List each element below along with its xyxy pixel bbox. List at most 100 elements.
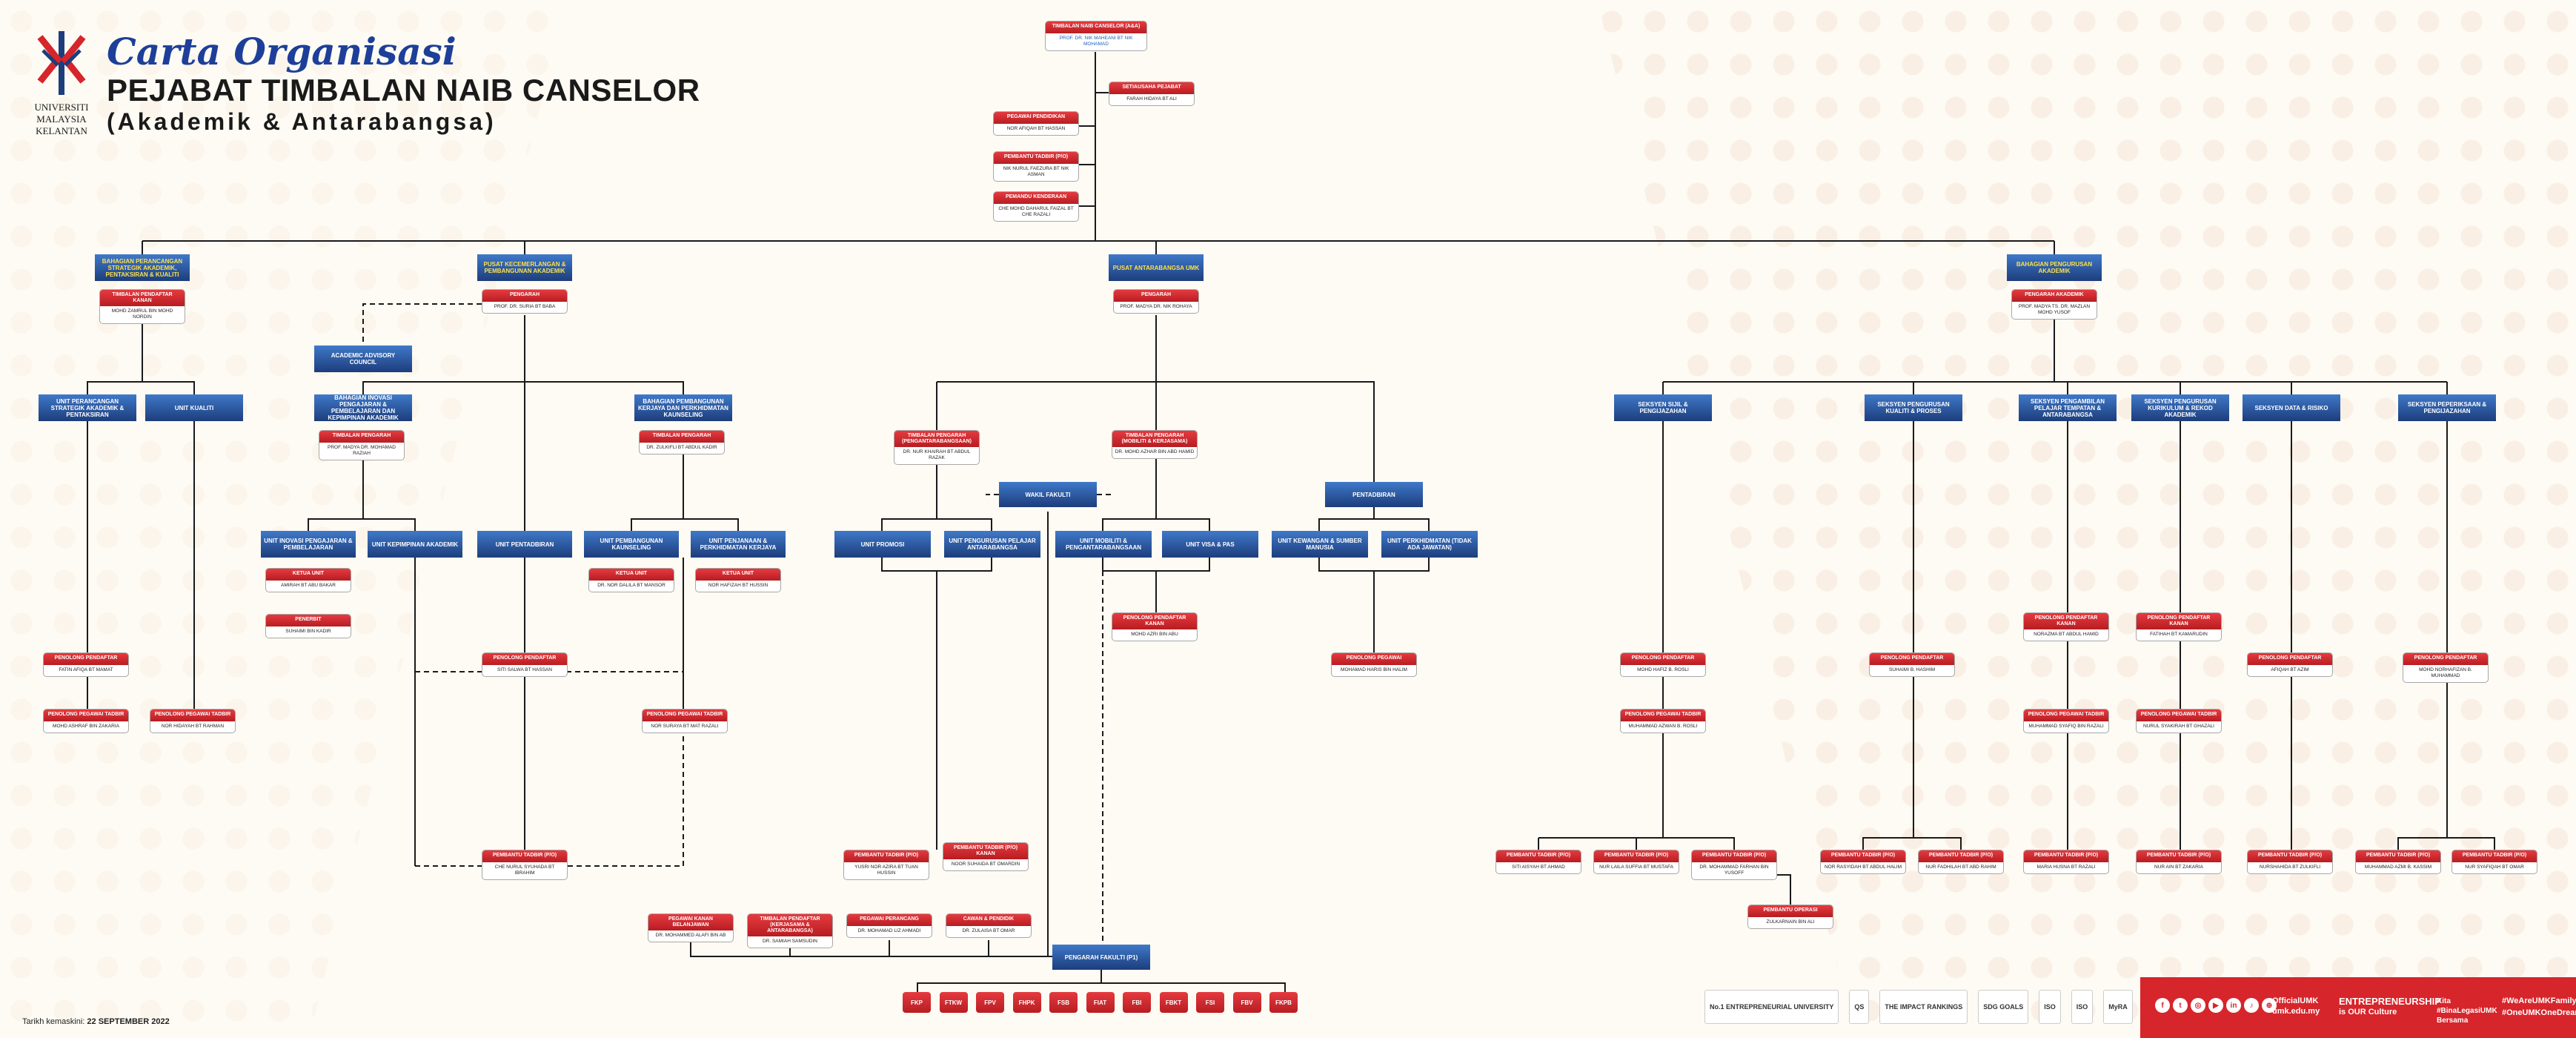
unit-promosi: UNIT PROMOSI <box>834 531 931 558</box>
card-name: MUHAMMAD SYAFIQ BIN RAZALI <box>2028 724 2104 729</box>
card-title: PENOLONG PEGAWAI TADBIR <box>44 710 128 721</box>
b3-head-card: PENGARAH PROF. MADYA DR. NIK ROHAYA <box>1113 289 1199 314</box>
umk-emblem-icon <box>37 31 86 95</box>
page-subtitle: (Akademik & Antarabangsa) <box>107 108 497 135</box>
connector-line <box>1318 507 1375 531</box>
partner-logo: MyRA <box>2103 990 2133 1024</box>
connector-line <box>2397 421 2448 850</box>
connector-line <box>362 303 482 346</box>
card-name: DR. MOHAMMED ALAFI BIN AB <box>655 933 726 938</box>
pp-peperiksaan-card: PENOLONG PENDAFTAR MOHD NORHAFIZAN B. MU… <box>2403 652 2489 683</box>
pt-ambil-card: PEMBANTU TADBIR (P/O) MARIA HUSNA BT RAZ… <box>2023 850 2109 874</box>
card-title: PEMANDU KENDERAAN <box>994 192 1078 204</box>
card-name: DR. ZULKIFLI BT ABDUL KADIR <box>646 445 717 450</box>
tp-mobiliti-card: TIMBALAN PENGARAH (MOBILITI & KERJASAMA)… <box>1112 430 1198 459</box>
facebook-icon[interactable]: f <box>2155 998 2170 1013</box>
hashtag-2: #OneUMKOneDream <box>2502 1008 2576 1017</box>
date-label: Tarikh kemaskini: <box>22 1017 85 1026</box>
card-title: PEGAWAI PENDIDIKAN <box>994 112 1078 124</box>
section-rekod: SEKSYEN PENGURUSAN KURIKULUM & REKOD AKA… <box>2131 394 2229 421</box>
twitter-icon[interactable]: t <box>2173 998 2188 1013</box>
partner-logo: THE IMPACT RANKINGS <box>1879 990 1968 1024</box>
card-name: NOOR SUHAIDA BT OMARDIN <box>951 862 1020 867</box>
card-title: PENOLONG PEGAWAI TADBIR <box>2024 710 2108 721</box>
card-title: PENOLONG PENDAFTAR <box>2248 653 2332 665</box>
ketua-unit2-card: KETUA UNIT DR. NOR DALILA BT MANSOR <box>588 568 674 592</box>
unit-kaunseling: UNIT PEMBANGUNAN KAUNSELING <box>584 531 679 558</box>
website-icon[interactable]: ⊕ <box>2262 998 2277 1013</box>
pp-b2a-card: PENOLONG PENDAFTAR SITI SALWA BT HASSAN <box>482 652 568 677</box>
umk-logo: UNIVERSITI MALAYSIA KELANTAN <box>35 30 95 137</box>
pemandu-card: PEMANDU KENDERAAN CHE MOHD DAHARUL FAIZA… <box>993 191 1079 222</box>
connector-line <box>362 381 525 394</box>
youtube-icon[interactable]: ▶ <box>2208 998 2223 1013</box>
card-title: PEMBANTU TADBIR (P/O) <box>1821 850 1905 862</box>
b4-head-card: PENGARAH AKADEMIK PROF. MADYA TS. DR. MA… <box>2011 289 2097 320</box>
footer-red-banner: f t ◎ ▶ in ♪ ⊕ OfficialUMK umk.edu.my EN… <box>2140 977 2576 1038</box>
connector-line <box>1156 518 1210 531</box>
unit-kerjaya: UNIT PENJANAAN & PERKHIDMATAN KERJAYA <box>691 531 786 558</box>
linkedin-icon[interactable]: in <box>2226 998 2241 1013</box>
pt-rekod-card: PEMBANTU TADBIR (P/O) NUR AIN BT ZAKARIA <box>2136 850 2222 874</box>
pp-data-card: PENOLONG PENDAFTAR AFIQAH BT AZIM <box>2247 652 2333 677</box>
card-title: PENOLONG PENDAFTAR KANAN <box>2137 613 2221 629</box>
card-title: PEMBANTU TADBIR (P/O) <box>1919 850 2003 862</box>
unit-inovasi: UNIT INOVASI PENGAJARAN & PEMBELAJARAN <box>261 531 356 558</box>
card-name: NORAZMA BT ABDUL HAMID <box>2034 632 2099 637</box>
instagram-icon[interactable]: ◎ <box>2191 998 2205 1013</box>
faculty-box: FSB <box>1049 992 1078 1013</box>
card-title: KETUA UNIT <box>266 569 351 581</box>
unit-pelajar-antarabangsa: UNIT PENGURUSAN PELAJAR ANTARABANGSA <box>944 531 1040 558</box>
card-title: PEMBANTU TADBIR (P/O) <box>2248 850 2332 862</box>
card-name: ZULKARNAIN BIN ALI <box>1766 919 1815 925</box>
unit-mobiliti: UNIT MOBILITI & PENGANTARABANGSAAN <box>1055 531 1152 558</box>
connector-line <box>142 381 195 394</box>
card-name: NOR SURAYA BT MAT RAZALI <box>651 724 719 729</box>
section-peperiksaan: SEKSYEN PEPERIKSAAN & PENGIJAZAHAN <box>2398 394 2496 421</box>
card-title: TIMBALAN PENGARAH (MOBILITI & KERJASAMA) <box>1112 431 1197 447</box>
tnc-card: TIMBALAN NAIB CANSELOR (A&A) PROF. DR. N… <box>1045 21 1147 51</box>
b1-head-card: TIMBALAN PENDAFTAR KANAN MOHD ZAMRUL BIN… <box>99 289 185 324</box>
card-name: DR. MOHAMAD LIZ AHMADI <box>857 928 921 933</box>
tagline: Kita #BinaLegasiUMK Bersama <box>2437 997 2497 1025</box>
pp-kualiti2-card: PENOLONG PENDAFTAR SUHAIMI B. HASHIM <box>1869 652 1955 677</box>
tiktok-icon[interactable]: ♪ <box>2244 998 2259 1013</box>
academic-advisory-council: ACADEMIC ADVISORY COUNCIL <box>314 346 412 372</box>
connector-line <box>2447 837 2495 850</box>
card-name: NUR FADHILAH BT ABD RAHIM <box>1925 865 1996 870</box>
card-name: MUHAMMAD AZWAN B. ROSLI <box>1628 724 1698 729</box>
website-link[interactable]: umk.edu.my <box>2272 1007 2320 1016</box>
card-name: NUR SYAFIQAH BT OMAR <box>2465 865 2524 870</box>
unit-psa: UNIT PERANCANGAN STRATEGIK AKADEMIK & PE… <box>39 394 136 421</box>
unit-kepimpinan: UNIT KEPIMPINAN AKADEMIK <box>368 531 462 558</box>
card-name: PROF. DR. SURIA BT BABA <box>494 304 556 309</box>
card-name: AFIQAH BT AZIM <box>2271 667 2309 672</box>
division-b3: PUSAT ANTARABANGSA UMK <box>1109 254 1204 281</box>
partner-logo: No.1 ENTREPRENEURIAL UNIVERSITY <box>1704 990 1839 1024</box>
connector-line <box>1102 558 1210 572</box>
connector-line <box>1862 421 1914 850</box>
card-name: SITI SALWA BT HASSAN <box>497 667 552 672</box>
logo-line-3: KELANTAN <box>36 125 87 136</box>
card-title: KETUA UNIT <box>696 569 780 581</box>
card-name: MOHD ZAMRUL BIN MOHD NORDIN <box>111 308 173 320</box>
chart-script-title: Carta Organisasi <box>107 30 457 73</box>
card-title: PEMBANTU TADBIR (P/O) <box>1496 850 1581 862</box>
unit-visa: UNIT VISA & PAS <box>1162 531 1258 558</box>
connector-line <box>1318 558 1430 572</box>
card-name: MOHD AZRI BIN ABU <box>1131 632 1178 637</box>
bottom-card-4: CAWAN & PENDIDIK DR. ZULAISA BT OMAR <box>946 913 1032 938</box>
pt-kualiti1-card: PEMBANTU TADBIR (P/O) NOR RASYIDAH BT AB… <box>1820 850 1906 874</box>
tp-pengantar-card: TIMBALAN PENGARAH (PENGANTARABANGSAAN) D… <box>894 430 980 465</box>
card-title: PEGAWAI KANAN BELANJAWAN <box>648 914 733 930</box>
connector-line <box>683 518 739 531</box>
division-b2: PUSAT KECEMERLANGAN & PEMBANGUNAN AKADEM… <box>477 254 572 281</box>
bahagian-kaunseling: BAHAGIAN PEMBANGUNAN KERJAYA DAN PERKHID… <box>634 394 732 421</box>
partner-logo: QS <box>1849 990 1870 1024</box>
pt-pelajar-card: PEMBANTU TADBIR (P/O) KANAN NOOR SUHAIDA… <box>943 842 1029 871</box>
card-name: MOHD NORHAFIZAN B. MUHAMMAD <box>2419 667 2472 678</box>
connector-line <box>568 734 684 867</box>
card-name: DR. NOR DALILA BT MANSOR <box>597 583 665 588</box>
card-title: PENOLONG PEGAWAI TADBIR <box>643 710 727 721</box>
card-name: NURSHAHIDA BT ZULKIFLI <box>2259 865 2321 870</box>
